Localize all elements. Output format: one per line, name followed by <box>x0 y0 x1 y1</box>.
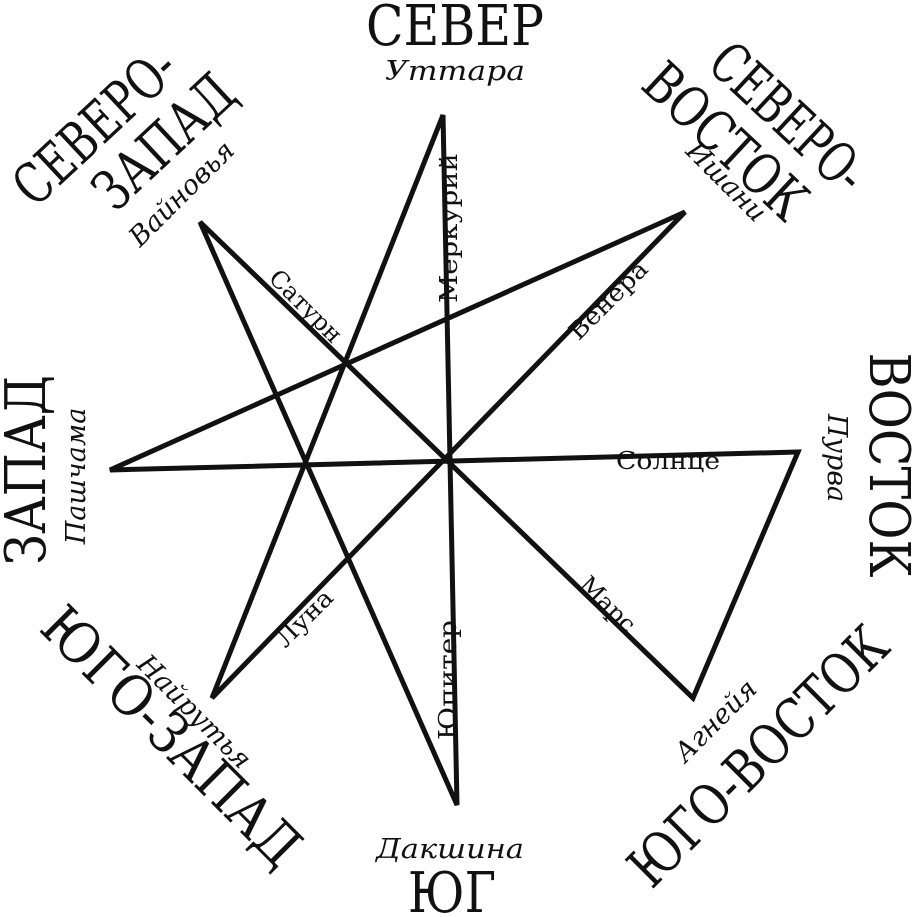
direction-south-sanskrit: Дакшина <box>375 834 524 865</box>
direction-west-sanskrit: Пашчама <box>61 408 92 546</box>
direction-south-label: ЮГ <box>408 861 496 917</box>
direction-north-label: СЕВЕР <box>366 0 544 59</box>
planet-venus-label: Венера <box>563 255 654 346</box>
planet-sun-label: Солнце <box>616 447 720 475</box>
direction-southeast-label: ЮГО-ВОСТОК <box>616 614 902 900</box>
direction-east-label: ВОСТОК <box>856 353 912 578</box>
direction-east-sanskrit: Пурва <box>821 413 852 502</box>
planet-jupiter-label: Юпитер <box>434 620 462 740</box>
eight-pointed-star <box>108 114 802 807</box>
planet-mars-label: Марс <box>574 570 642 638</box>
planet-mercury-label: Меркурий <box>435 153 463 303</box>
direction-northwest-group: СЕВЕРО- ЗАПАД <box>0 35 248 224</box>
direction-north-sanskrit: Уттара <box>385 56 525 87</box>
planet-moon-label: Луна <box>270 584 339 653</box>
direction-west-label: ЗАПАД <box>0 375 59 565</box>
planet-saturn-label: Сатурн <box>263 264 348 349</box>
